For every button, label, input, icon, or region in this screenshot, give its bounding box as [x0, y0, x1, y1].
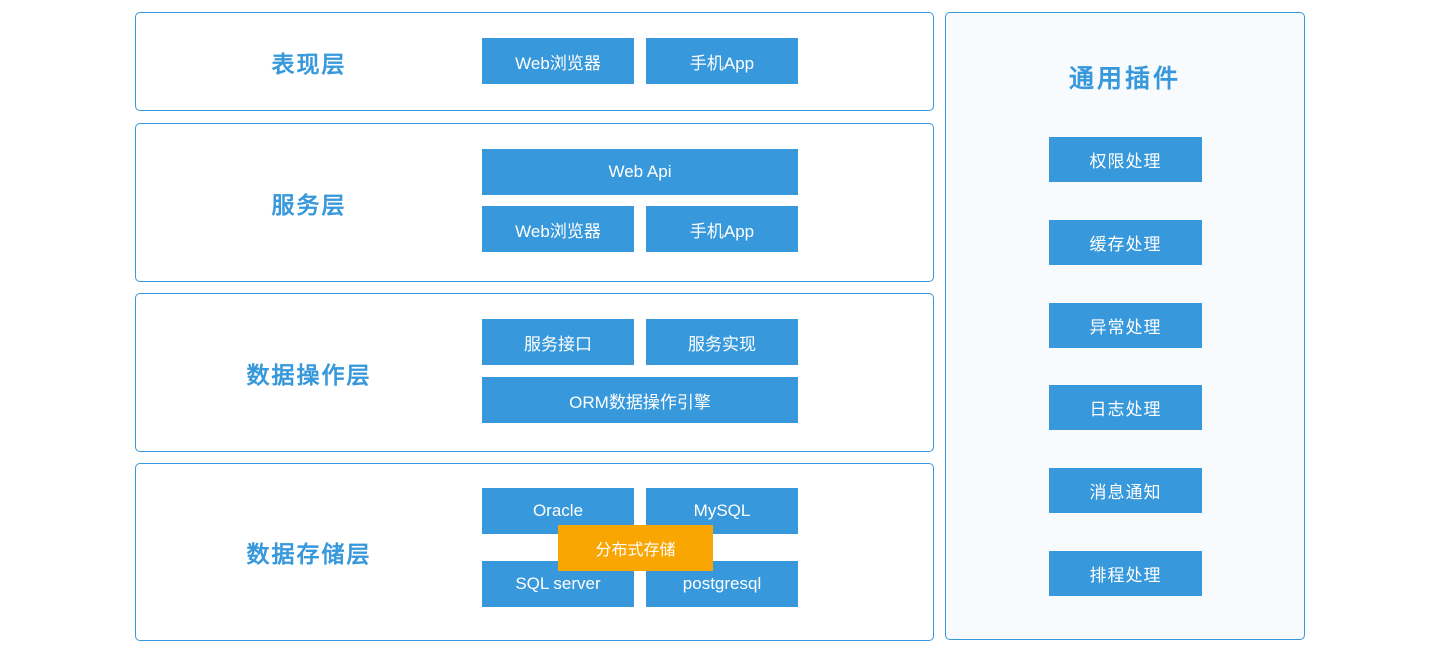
node-distributed-storage: 分布式存储 — [558, 525, 713, 571]
node-mobile-app: 手机App — [646, 38, 798, 84]
plugins-panel-title: 通用插件 — [1068, 65, 1181, 93]
layer-data-operation: 数据操作层 服务接口 服务实现 ORM数据操作引擎 — [135, 293, 934, 452]
node-postgresql: postgresql — [646, 561, 798, 607]
plugin-schedule: 排程处理 — [1049, 551, 1202, 596]
layer-service-label: 服务层 — [271, 191, 347, 218]
layer-data-storage-label: 数据存储层 — [246, 541, 372, 567]
layer-data-operation-label: 数据操作层 — [246, 361, 372, 388]
layer-data-storage: 数据存储层 Oracle MySQL SQL server postgresql… — [135, 463, 934, 641]
plugin-permission: 权限处理 — [1049, 137, 1202, 182]
node-service-interface: 服务接口 — [482, 319, 634, 365]
node-web-browser: Web浏览器 — [482, 38, 634, 84]
node-orm-engine: ORM数据操作引擎 — [482, 377, 798, 423]
layer-presentation-label: 表现层 — [271, 50, 347, 77]
node-web-browser: Web浏览器 — [482, 206, 634, 252]
node-sql-server: SQL server — [482, 561, 634, 607]
plugin-notification: 消息通知 — [1049, 468, 1202, 513]
plugins-panel: 通用插件 权限处理 缓存处理 异常处理 日志处理 消息通知 排程处理 — [945, 12, 1305, 640]
plugin-exception: 异常处理 — [1049, 303, 1202, 348]
node-service-implementation: 服务实现 — [646, 319, 798, 365]
layer-presentation: 表现层 Web浏览器 手机App — [135, 12, 934, 111]
node-web-api: Web Api — [482, 149, 798, 195]
plugin-log: 日志处理 — [1049, 385, 1202, 430]
node-mobile-app: 手机App — [646, 206, 798, 252]
plugin-cache: 缓存处理 — [1049, 220, 1202, 265]
layer-service: 服务层 Web Api Web浏览器 手机App — [135, 123, 934, 282]
